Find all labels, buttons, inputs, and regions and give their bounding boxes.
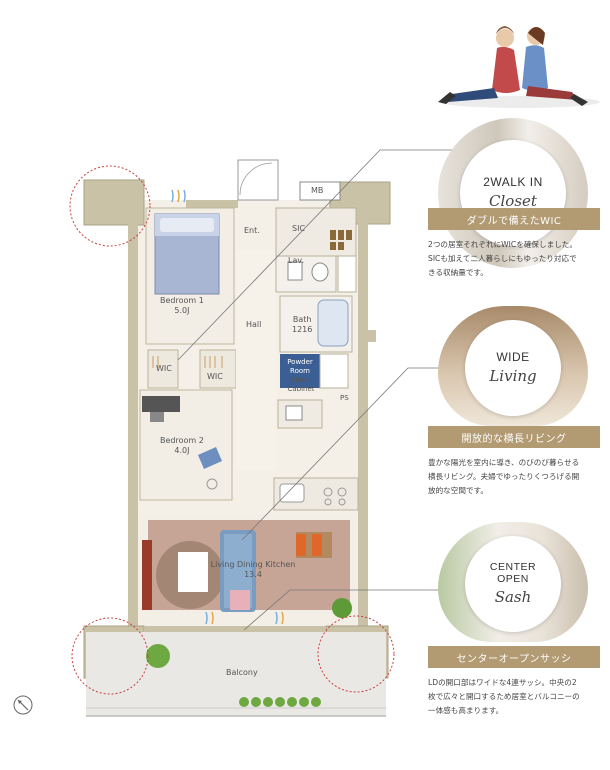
bedroom-1 bbox=[145, 207, 235, 345]
feature-description: 2つの居室それぞれにWICを確保しました。 SICも加えて二人暮らしにもゆったり… bbox=[428, 240, 577, 277]
feature-badge: WIDE Living bbox=[438, 306, 588, 426]
feature-description: 豊かな陽光を室内に導き、のびのび暮らせる 横長リビング。夫婦でゆったりくつろげる… bbox=[428, 458, 580, 495]
balcony bbox=[86, 598, 386, 717]
mb-label: MB bbox=[311, 186, 324, 195]
balcony-label: Balcony bbox=[226, 668, 258, 677]
highlight-circles bbox=[69, 165, 395, 695]
ps-label: PS bbox=[340, 394, 349, 402]
ent-label: Ent. bbox=[244, 226, 260, 235]
wic-closets bbox=[147, 349, 237, 389]
feature-ribbon: 開放的な横長リビング bbox=[428, 426, 600, 448]
wic-label-a: WIC bbox=[156, 364, 172, 373]
feature-ribbon: ダブルで備えたWIC bbox=[428, 208, 600, 230]
feature-ribbon: センターオープンサッシ bbox=[428, 646, 600, 668]
feature-center-open-sash: CENTER OPEN Sash センターオープンサッシ LDの開口部はワイドな… bbox=[418, 522, 610, 715]
hall-label: Hall bbox=[246, 320, 262, 329]
hall bbox=[236, 250, 276, 470]
wic-label-b: WIC bbox=[207, 372, 223, 381]
couple-illustration bbox=[438, 26, 600, 108]
badge-inner: WIDE Living bbox=[465, 320, 561, 416]
badge-inner: CENTER OPEN Sash bbox=[465, 536, 561, 632]
feature-badge: CENTER OPEN Sash bbox=[438, 522, 588, 642]
lav-label: Lav. bbox=[288, 256, 305, 265]
sic-label: SIC bbox=[292, 224, 306, 233]
feature-walk-in-closet: 2WALK IN Closet ダブルで備えたWIC 2つの居室それぞれにWIC… bbox=[418, 118, 610, 277]
bedroom-2 bbox=[139, 389, 233, 501]
feature-wide-living: WIDE Living 開放的な横長リビング 豊かな陽光を室内に導き、のびのび暮… bbox=[418, 306, 610, 495]
airflow-marks bbox=[171, 189, 284, 625]
powder-room-label: Powder Room bbox=[287, 358, 313, 375]
kitchen bbox=[273, 477, 359, 511]
linen-cabinet-label: Linen Cabinet bbox=[287, 376, 315, 393]
compass-icon bbox=[13, 695, 33, 715]
living-dining-kitchen bbox=[140, 514, 356, 624]
badge-inner: 2WALK IN Closet bbox=[460, 140, 566, 246]
feature-description: LDの開口部はワイドな4連サッシ。中央の2 枚で広々と開口するため居室とバルコニ… bbox=[428, 678, 580, 715]
